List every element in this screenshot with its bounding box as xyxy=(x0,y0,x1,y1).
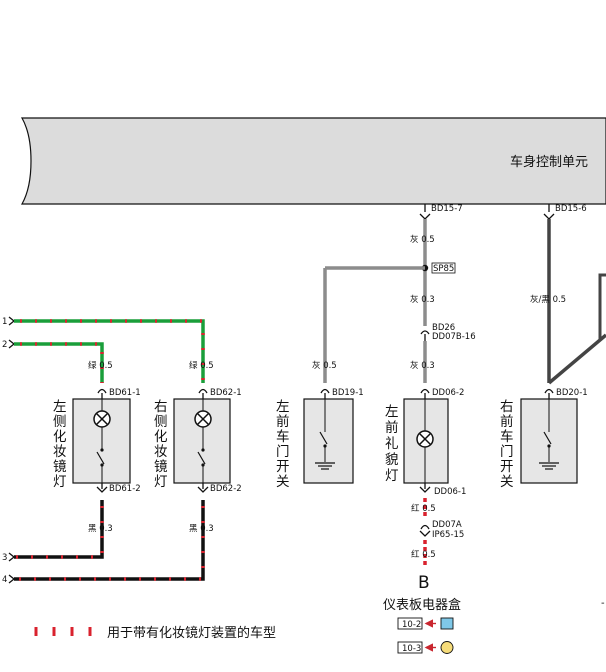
svg-text:灯: 灯 xyxy=(385,468,399,484)
courtesy-wire3: 灰 0.3 xyxy=(410,360,435,371)
lf-door-label: 左 前 车 门 开 关 xyxy=(276,399,290,490)
courtesy-wire-group xyxy=(419,204,431,399)
lf-door-switch-icon xyxy=(315,399,335,470)
ref-10-2[interactable]: 10-2 xyxy=(402,620,421,630)
lf-door-pin: BD19-1 xyxy=(332,388,364,398)
input-arrows: 1 2 3 4 xyxy=(2,316,16,585)
rf-door-switch-icon xyxy=(539,399,559,470)
ref-square-icon xyxy=(440,617,454,630)
svg-text:礼: 礼 xyxy=(385,436,399,452)
courtesy-ecu-pin: BD15-7 xyxy=(431,204,463,214)
ref-circle-icon xyxy=(440,641,454,654)
ref-10-3[interactable]: 10-3 xyxy=(402,644,421,654)
right-mirror-top-wire: 绿 0.5 xyxy=(189,360,214,371)
courtesy-wire5: 红 0.5 xyxy=(411,549,436,560)
svg-text:前: 前 xyxy=(500,413,514,430)
courtesy-wire2: 灰 0.3 xyxy=(410,294,435,305)
courtesy-top-pin: DD06-2 xyxy=(432,388,464,398)
svg-text:化: 化 xyxy=(53,429,67,445)
svg-text:1: 1 xyxy=(2,317,7,327)
svg-text:左: 左 xyxy=(53,399,67,415)
ecu-label: 车身控制单元 xyxy=(510,154,588,170)
svg-text:开: 开 xyxy=(276,459,290,475)
svg-text:侧: 侧 xyxy=(53,414,67,430)
left-mirror-bottom-pin: BD61-2 xyxy=(109,484,141,494)
svg-text:灯: 灯 xyxy=(154,474,168,490)
rf-ecu-pin: BD15-6 xyxy=(555,204,587,214)
svg-text:2: 2 xyxy=(2,340,7,350)
conn-bd26: BD26 xyxy=(432,323,455,333)
right-mirror-top-pin: BD62-1 xyxy=(210,388,242,398)
courtesy-wire4: 红 0.5 xyxy=(411,503,436,514)
legend-text: 用于带有化妆镜灯装置的车型 xyxy=(107,625,276,641)
left-mirror-top-pin: BD61-1 xyxy=(109,388,141,398)
svg-text:4: 4 xyxy=(2,575,7,585)
left-mirror-lamp-icon xyxy=(93,399,111,483)
courtesy-wire1: 灰 0.5 xyxy=(410,234,435,245)
svg-text:灯: 灯 xyxy=(53,474,67,490)
svg-text:镜: 镜 xyxy=(154,459,168,475)
ref-title: 仪表板电器盒 xyxy=(383,597,461,613)
svg-text:侧: 侧 xyxy=(154,414,168,430)
right-mirror-lamp-icon xyxy=(194,399,212,483)
svg-text:关: 关 xyxy=(500,474,514,490)
svg-text:车: 车 xyxy=(276,428,290,445)
svg-text:开: 开 xyxy=(500,459,514,475)
right-mirror-bottom-pin: BD62-2 xyxy=(210,484,242,494)
svg-text:右: 右 xyxy=(154,399,168,415)
svg-text:妆: 妆 xyxy=(53,444,67,460)
svg-text:关: 关 xyxy=(276,474,290,490)
right-mirror-bottom-wire: 黑 0.3 xyxy=(189,524,214,534)
rf-door-wire: 灰/黑 0.5 xyxy=(530,294,566,305)
courtesy-bottom-pin: DD06-1 xyxy=(434,487,466,497)
conn-dd07a: DD07A xyxy=(432,520,462,530)
svg-text:-: - xyxy=(601,598,605,609)
svg-text:3: 3 xyxy=(2,553,7,563)
svg-text:左: 左 xyxy=(276,399,290,415)
svg-text:左: 左 xyxy=(385,404,399,420)
svg-text:右: 右 xyxy=(500,399,514,415)
svg-text:化: 化 xyxy=(154,429,168,445)
rf-door-label: 右 前 车 门 开 关 xyxy=(500,399,514,490)
lf-door-box xyxy=(303,398,354,484)
conn-ip65: IP65-15 xyxy=(432,530,464,540)
svg-text:镜: 镜 xyxy=(53,459,67,475)
ecu-block xyxy=(20,117,606,205)
svg-text:妆: 妆 xyxy=(154,444,168,460)
left-mirror-top-wire: 绿 0.5 xyxy=(88,360,113,371)
ref-letter: B xyxy=(418,573,430,593)
left-mirror-label: 左 侧 化 妆 镜 灯 xyxy=(53,399,67,490)
svg-text:前: 前 xyxy=(385,419,399,436)
svg-text:前: 前 xyxy=(276,413,290,430)
rf-door-pin: BD20-1 xyxy=(556,388,588,398)
svg-text:车: 车 xyxy=(500,428,514,445)
lf-door-wire: 灰 0.5 xyxy=(312,360,337,371)
svg-text:貌: 貌 xyxy=(385,452,399,468)
courtesy-lamp-label: 左 前 礼 貌 灯 xyxy=(385,404,399,484)
left-mirror-bottom-wire: 黑 0.3 xyxy=(88,524,113,534)
legend-marks xyxy=(34,627,92,636)
svg-text:门: 门 xyxy=(500,444,514,460)
svg-text:门: 门 xyxy=(276,444,290,460)
splice-label: SP85 xyxy=(433,264,454,274)
conn-dd07b: DD07B-16 xyxy=(432,332,476,342)
right-mirror-label: 右 侧 化 妆 镜 灯 xyxy=(154,399,168,490)
